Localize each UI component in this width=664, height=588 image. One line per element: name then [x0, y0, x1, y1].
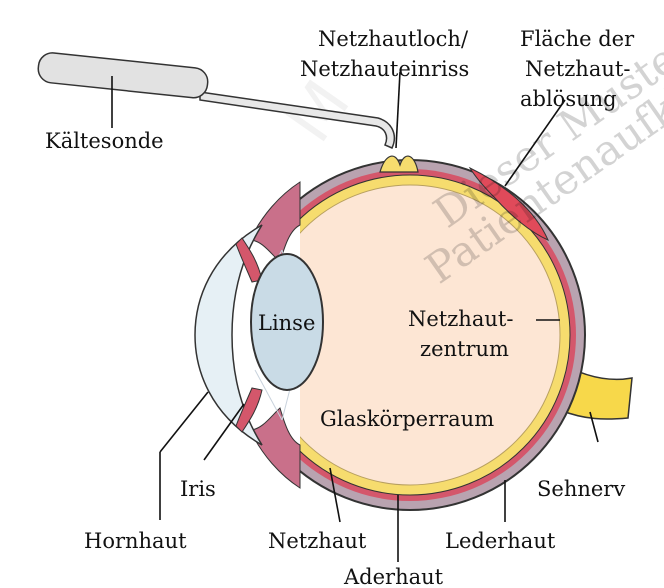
label-iris: Iris	[180, 477, 216, 501]
label-vitreous: Glaskörperraum	[320, 407, 494, 431]
label-sclera: Lederhaut	[445, 529, 556, 553]
label-probe: Kältesonde	[45, 129, 164, 153]
label-macula-line1: Netzhaut-	[408, 307, 513, 331]
label-optic-nerve: Sehnerv	[537, 477, 625, 501]
label-retina: Netzhaut	[268, 529, 367, 553]
label-lens: Linse	[258, 311, 315, 335]
label-detachment-line1: Fläche der	[520, 27, 635, 51]
label-tear-line2: Netzhauteinriss	[300, 57, 469, 81]
label-tear-line1: Netzhautloch/	[318, 27, 469, 51]
label-cornea: Hornhaut	[84, 529, 187, 553]
label-choroid: Aderhaut	[343, 565, 444, 588]
retinal-tear	[380, 156, 418, 172]
label-macula-line2: zentrum	[420, 337, 509, 361]
